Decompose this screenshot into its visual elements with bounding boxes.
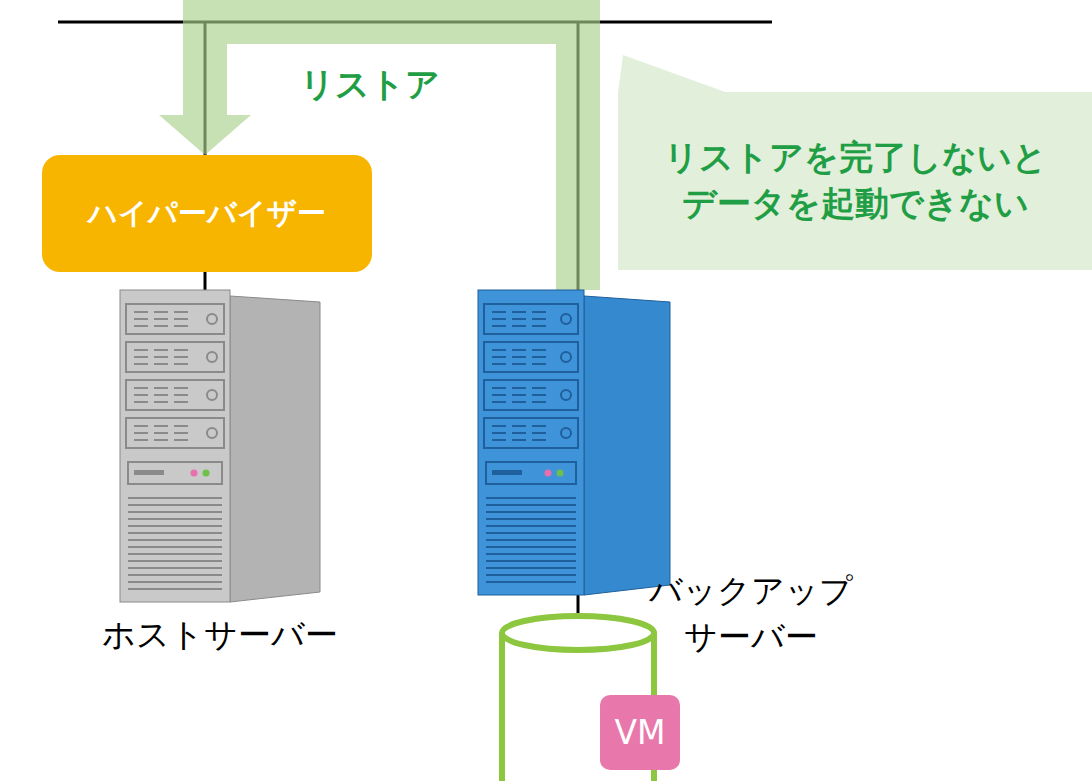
server-label: ホストサーバー	[80, 612, 360, 658]
node-text: VM	[614, 713, 665, 752]
server-label: バックアップ サーバー	[646, 568, 856, 660]
node-text: ハイパーバイザー	[88, 194, 326, 234]
drive-bays	[126, 304, 224, 448]
server-illustration	[120, 290, 320, 602]
connector-line	[205, 272, 206, 290]
node-text: リストアを完了しないと データを起動できない	[655, 135, 1055, 227]
grille	[486, 498, 576, 582]
host-server: ホストサーバー	[120, 290, 320, 602]
hypervisor-box: ハイパーバイザー	[42, 155, 372, 272]
callout-tail	[618, 47, 738, 97]
callout-box: リストアを完了しないと データを起動できない	[618, 92, 1092, 270]
grille	[128, 498, 222, 589]
server-illustration	[478, 290, 670, 595]
drive-bays	[484, 304, 578, 448]
edge-label: リストア	[300, 62, 440, 108]
backup-server: バックアップ サーバー	[478, 290, 670, 595]
vm-box: VM	[600, 695, 680, 770]
